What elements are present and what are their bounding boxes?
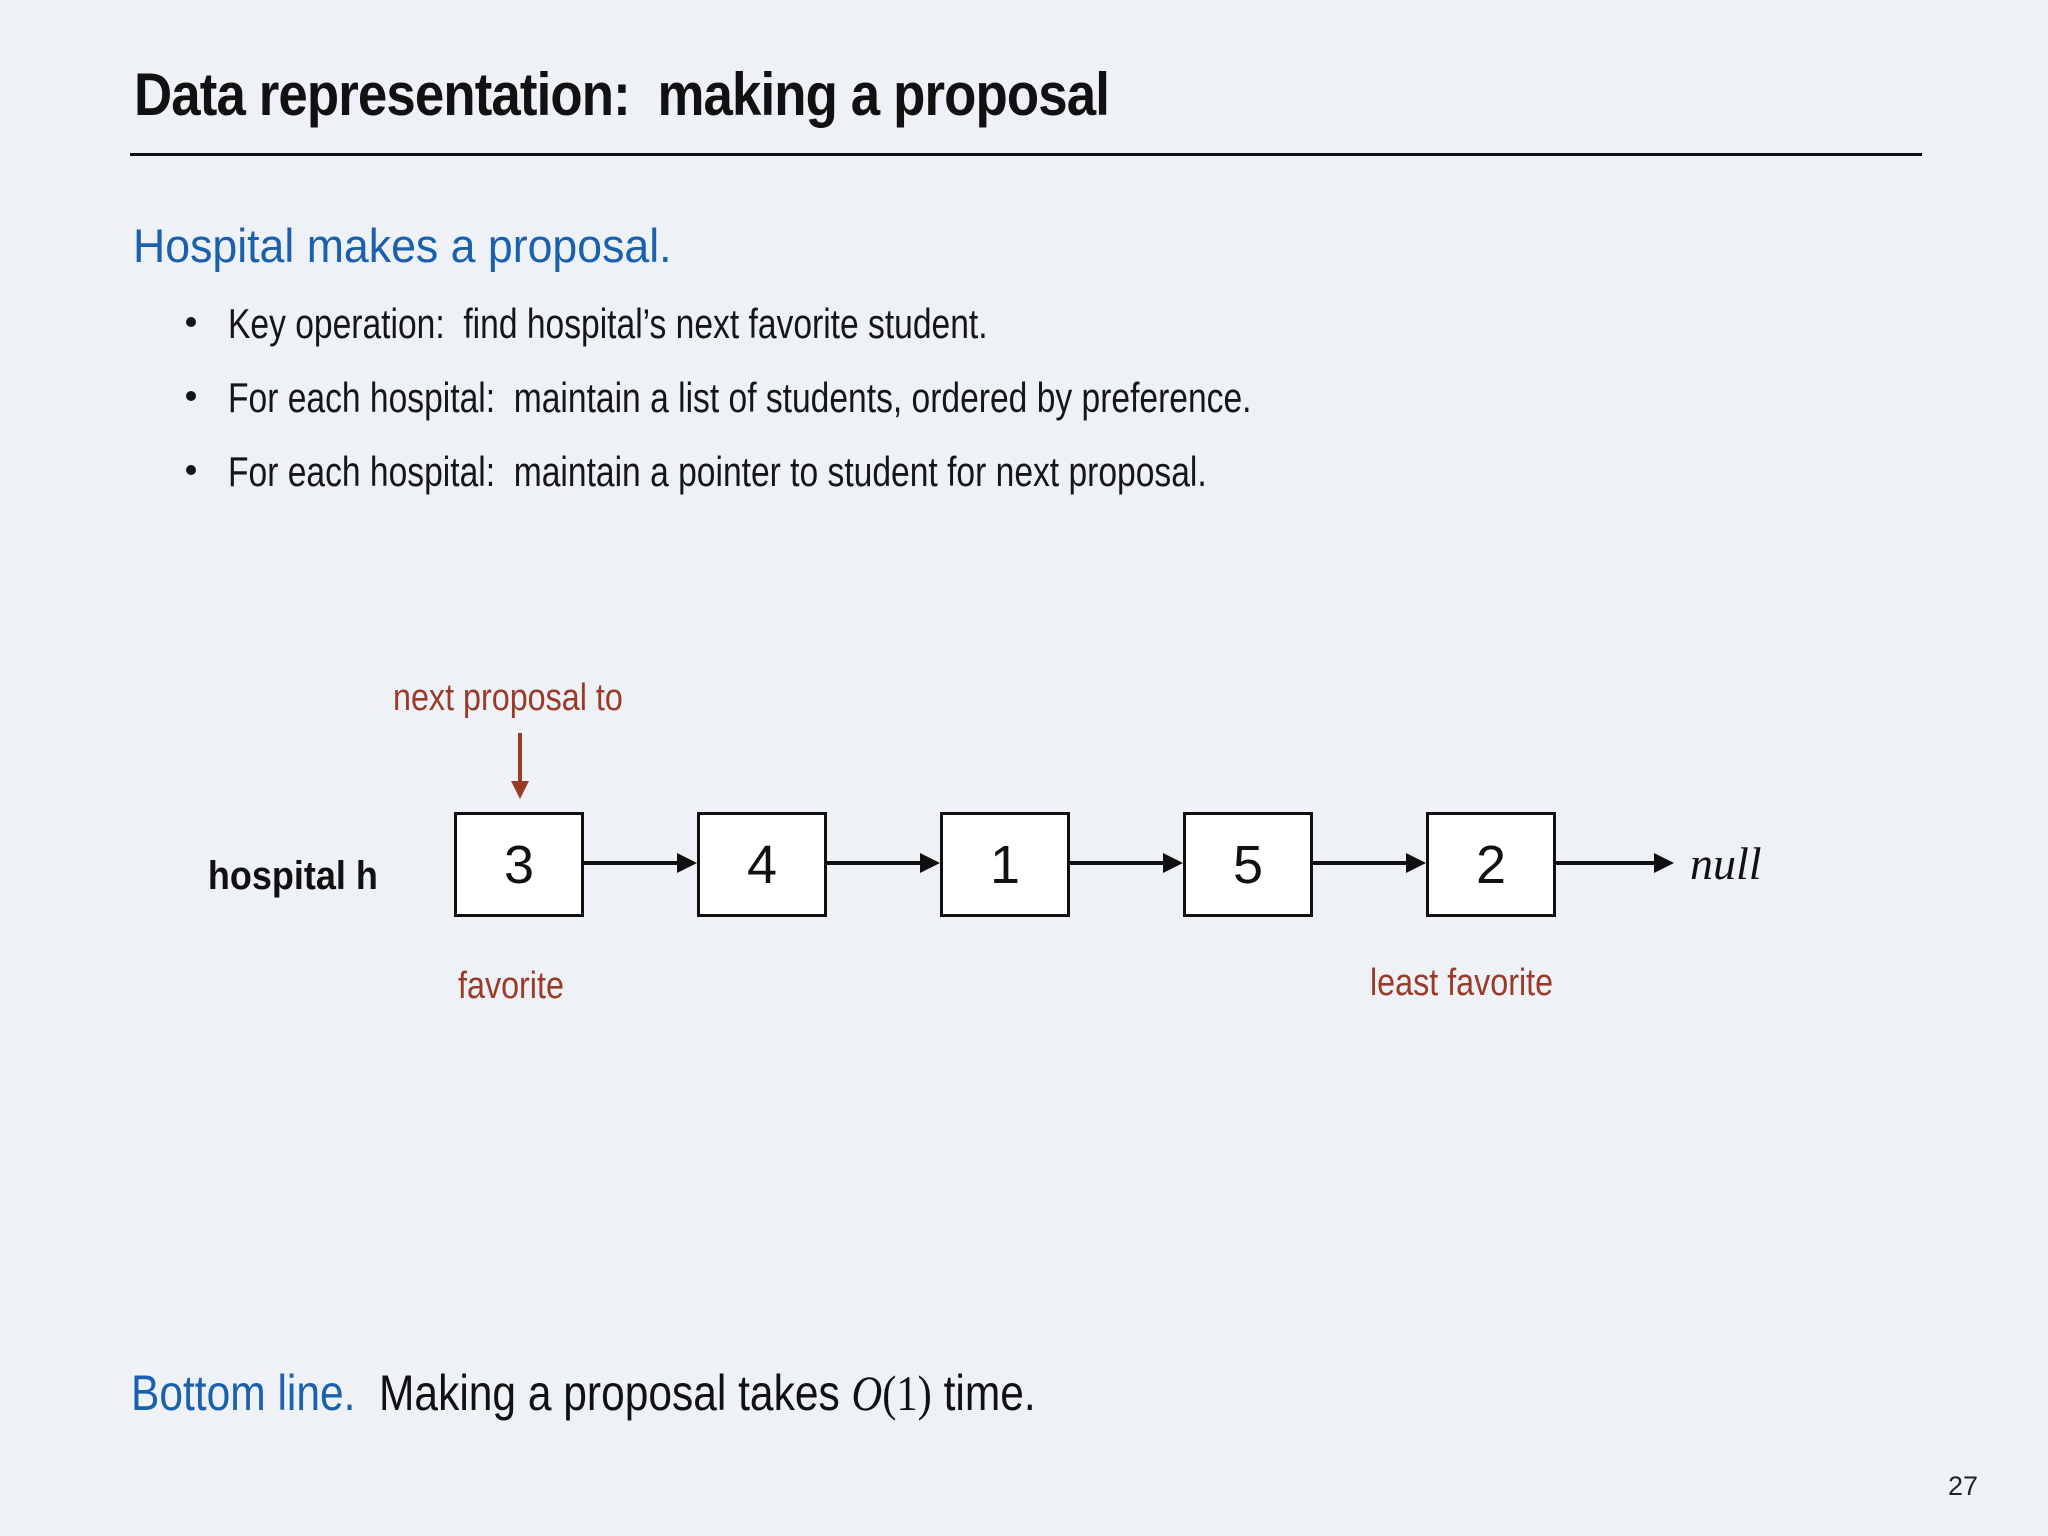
page-title: Data representation: making a proposal (134, 59, 1242, 131)
section-heading: Hospital makes a proposal. (133, 218, 700, 274)
bullet-icon (186, 317, 196, 327)
title-rule (130, 153, 1922, 156)
row-label-text: hospital h (207, 854, 378, 898)
node-value: 5 (1232, 834, 1264, 895)
page-number: 27 (1948, 1471, 1979, 1501)
node-value: 4 (746, 834, 778, 895)
node-box: 5 (1183, 812, 1313, 917)
row-label: hospital h (189, 852, 378, 900)
favorite-label: favorite (458, 964, 583, 1010)
bottom-line-tail: time. (931, 1365, 1036, 1421)
node-box: 3 (454, 812, 584, 917)
link-arrow (584, 861, 677, 865)
node-box: 2 (1426, 812, 1556, 917)
favorite-label-text: favorite (458, 965, 564, 1007)
bullet-item-text: Key operation: find hospital’s next favo… (228, 300, 988, 347)
link-arrow (1313, 861, 1406, 865)
bullet-item-text: For each hospital: maintain a pointer to… (228, 448, 1207, 495)
node-value: 1 (989, 834, 1021, 895)
link-arrowhead-icon (677, 853, 697, 873)
link-arrowhead-icon (1163, 853, 1183, 873)
bottom-line: Bottom line. Making a proposal takes O(1… (131, 1363, 1195, 1423)
pointer-label: next proposal to (393, 676, 663, 722)
link-arrowhead-icon (920, 853, 940, 873)
down-arrowhead-icon (511, 781, 529, 799)
bullet-icon (186, 465, 196, 475)
page-title-text: Data representation: making a proposal (134, 61, 1110, 128)
link-arrow (827, 861, 920, 865)
bottom-line-body: Making a proposal takes (355, 1365, 852, 1421)
section-heading-text: Hospital makes a proposal. (133, 219, 672, 272)
node-value: 2 (1475, 834, 1507, 895)
pointer-label-text: next proposal to (393, 677, 623, 719)
big-o-argument: (1) (882, 1365, 932, 1421)
bullet-item: For each hospital: maintain a list of st… (228, 373, 1507, 423)
node-box: 4 (697, 812, 827, 917)
node-value: 3 (503, 834, 535, 895)
link-arrowhead-icon (1654, 853, 1674, 873)
link-arrowhead-icon (1406, 853, 1426, 873)
link-arrow (1070, 861, 1163, 865)
least-favorite-label: least favorite (1370, 961, 1585, 1007)
big-o-symbol: O (851, 1365, 883, 1421)
null-terminator: null (1690, 838, 1762, 889)
bottom-line-lead: Bottom line. (131, 1365, 356, 1421)
bullet-item: For each hospital: maintain a pointer to… (228, 447, 1451, 497)
least-favorite-label-text: least favorite (1370, 962, 1554, 1004)
bullet-icon (186, 391, 196, 401)
link-arrow (1556, 861, 1654, 865)
bottom-line-text: Bottom line. Making a proposal takes O(1… (131, 1363, 1036, 1423)
node-box: 1 (940, 812, 1070, 917)
bullet-item-text: For each hospital: maintain a list of st… (228, 374, 1252, 421)
down-arrow-icon (518, 733, 522, 783)
bullet-item: Key operation: find hospital’s next favo… (228, 299, 1177, 349)
